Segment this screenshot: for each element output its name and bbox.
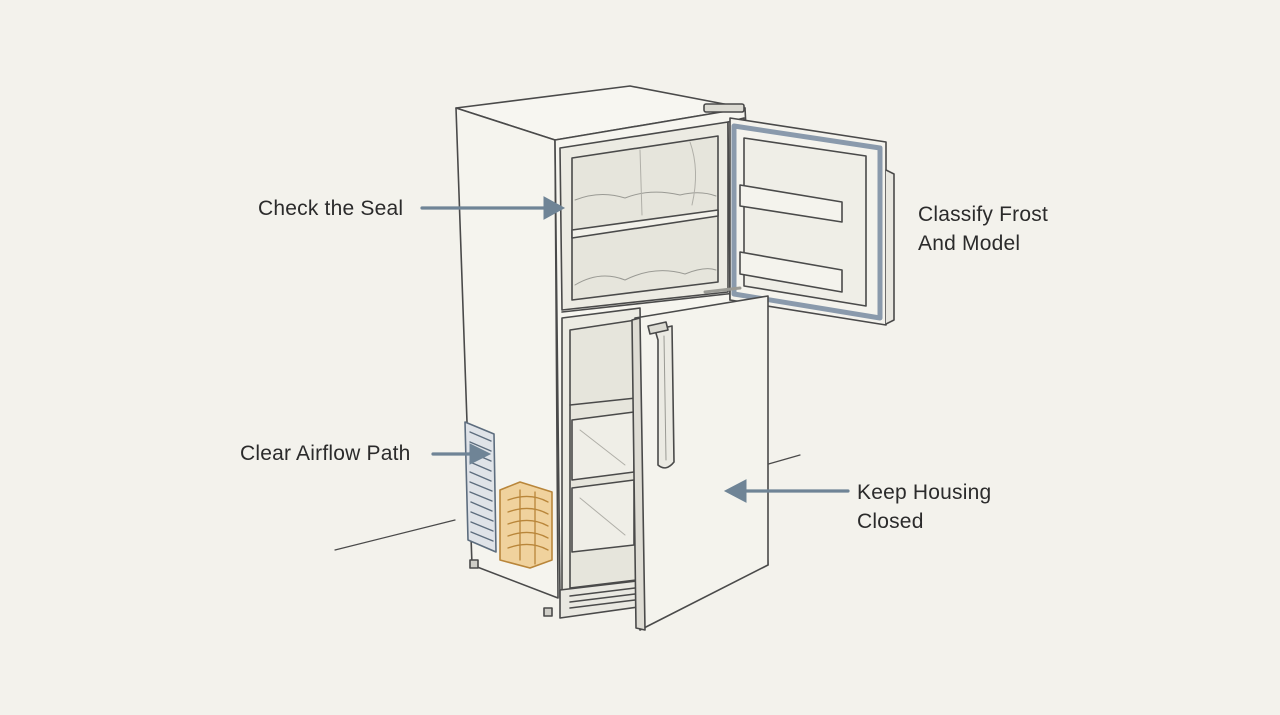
arrow-seal-head — [543, 196, 566, 220]
crisper-drawer-2 — [571, 479, 635, 553]
door-bin-1 — [739, 184, 843, 223]
frost-top — [574, 191, 717, 201]
arrow-housing-head — [723, 479, 747, 503]
frost-bottom — [574, 268, 717, 286]
freezer-bottom-lip — [561, 291, 746, 313]
door-bin-2 — [739, 251, 843, 293]
floor-line-left — [334, 519, 456, 551]
floor-line-right — [764, 454, 801, 466]
crisper-drawer-1 — [571, 411, 635, 481]
fridge-door — [634, 295, 769, 631]
frost-side — [639, 141, 697, 216]
fridge-shelf-1 — [569, 397, 637, 406]
label-clear-airflow: Clear Airflow Path — [240, 442, 411, 465]
fridge-door-top-hinge — [647, 321, 669, 335]
label-classify-frost: Classify Frost And Model — [918, 203, 1048, 255]
label-check-seal: Check the Seal — [258, 197, 404, 220]
condenser-coil — [499, 481, 553, 569]
arrow-airflow-head — [469, 443, 492, 465]
door-hinge-bracket — [885, 169, 895, 325]
label-keep-housing: Keep Housing Closed — [857, 481, 992, 533]
top-hinge — [703, 103, 745, 113]
fridge-door-edge — [631, 317, 646, 631]
freezer-shelf — [571, 209, 719, 239]
freezer-inner — [571, 135, 719, 301]
freezer-door-gasket — [731, 123, 883, 321]
